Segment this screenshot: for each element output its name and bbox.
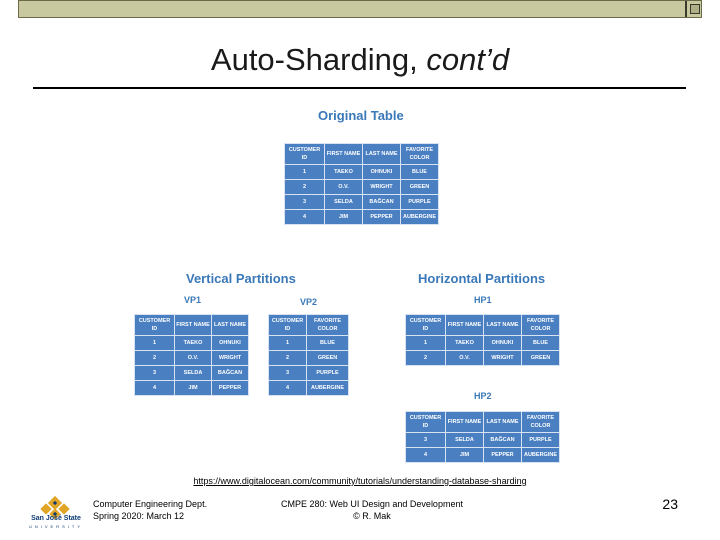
- footer-dept: Computer Engineering Dept. Spring 2020: …: [93, 498, 207, 522]
- slide-title-sub: cont’d: [426, 42, 510, 77]
- source-link[interactable]: https://www.digitalocean.com/community/t…: [193, 476, 527, 486]
- horizontal-partitions-heading: Horizontal Partitions: [418, 271, 546, 286]
- header-last-name: LAST NAME: [362, 143, 401, 165]
- header-favorite-color: FAVORITE COLOR: [306, 314, 349, 336]
- header-customer-id: CUSTOMER ID: [268, 314, 307, 336]
- original-table-heading: Original Table: [318, 108, 404, 123]
- header-last-name: LAST NAME: [483, 314, 522, 336]
- footer-dept-line1: Computer Engineering Dept.: [93, 499, 208, 509]
- logo-university-subtitle: UNIVERSITY: [28, 524, 83, 529]
- vp2-label: VP2: [300, 297, 318, 307]
- title-divider: [33, 87, 686, 89]
- header-customer-id: CUSTOMER ID: [284, 143, 325, 165]
- hp2-label: HP2: [474, 391, 492, 401]
- hp1-label: HP1: [474, 295, 492, 305]
- logo-university-name: San José State: [31, 515, 81, 522]
- top-bar-square-icon: [685, 1, 701, 17]
- header-favorite-color: FAVORITE COLOR: [521, 314, 560, 336]
- header-first-name: FIRST NAME: [324, 143, 363, 165]
- footer-course-line1: CMPE 280: Web UI Design and Development: [281, 499, 463, 509]
- hp2-table: CUSTOMER ID FIRST NAME LAST NAME FAVORIT…: [405, 411, 560, 463]
- vp1-label: VP1: [184, 295, 202, 305]
- footer-course-line2: © R. Mak: [353, 511, 391, 521]
- footer-course: CMPE 280: Web UI Design and Development …: [240, 498, 504, 522]
- page-number: 23: [662, 496, 678, 512]
- top-decorative-bar: [18, 0, 702, 18]
- header-first-name: FIRST NAME: [174, 314, 212, 336]
- hp1-table: CUSTOMER ID FIRST NAME LAST NAME FAVORIT…: [405, 314, 560, 366]
- header-last-name: LAST NAME: [483, 411, 522, 433]
- header-favorite-color: FAVORITE COLOR: [521, 411, 560, 433]
- original-table: CUSTOMER ID FIRST NAME LAST NAME FAVORIT…: [284, 143, 439, 225]
- header-favorite-color: FAVORITE COLOR: [400, 143, 439, 165]
- university-seal-icon: [40, 495, 70, 520]
- slide-title: Auto-Sharding, cont’d: [0, 42, 720, 78]
- header-customer-id: CUSTOMER ID: [405, 314, 446, 336]
- footer-dept-line2: Spring 2020: March 12: [93, 511, 185, 521]
- header-last-name: LAST NAME: [211, 314, 249, 336]
- header-customer-id: CUSTOMER ID: [134, 314, 175, 336]
- slide-title-main: Auto-Sharding,: [210, 42, 418, 77]
- header-customer-id: CUSTOMER ID: [405, 411, 446, 433]
- header-first-name: FIRST NAME: [445, 314, 484, 336]
- vertical-partitions-heading: Vertical Partitions: [186, 271, 296, 286]
- header-first-name: FIRST NAME: [445, 411, 484, 433]
